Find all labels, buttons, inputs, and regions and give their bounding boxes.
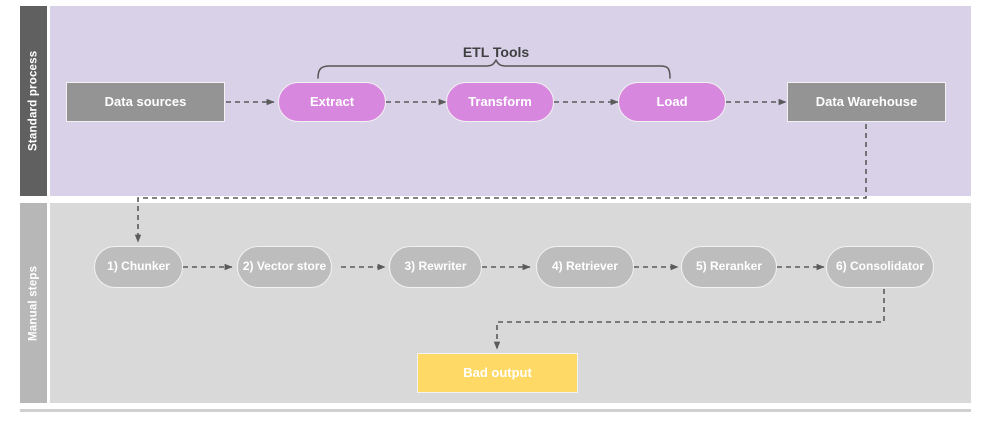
node-transform[interactable]: Transform	[446, 82, 554, 122]
node-extract[interactable]: Extract	[278, 82, 386, 122]
node-retriever[interactable]: 4) Retriever	[536, 246, 634, 288]
node-reranker[interactable]: 5) Reranker	[681, 246, 777, 288]
lane-label-standard-process: Standard process	[20, 6, 47, 196]
node-data-sources[interactable]: Data sources	[66, 82, 225, 122]
node-consolidator[interactable]: 6) Consolidator	[826, 246, 934, 288]
node-data-warehouse[interactable]: Data Warehouse	[787, 82, 946, 122]
etl-tools-label: ETL Tools	[462, 44, 530, 60]
lane-label-manual-steps: Manual steps	[20, 203, 47, 403]
node-rewriter[interactable]: 3) Rewriter	[389, 246, 482, 288]
bottom-divider-rule	[20, 409, 971, 412]
node-vector-store[interactable]: 2) Vector store	[237, 246, 332, 288]
node-load[interactable]: Load	[618, 82, 726, 122]
node-chunker[interactable]: 1) Chunker	[94, 246, 183, 288]
node-bad-output[interactable]: Bad output	[417, 353, 578, 393]
